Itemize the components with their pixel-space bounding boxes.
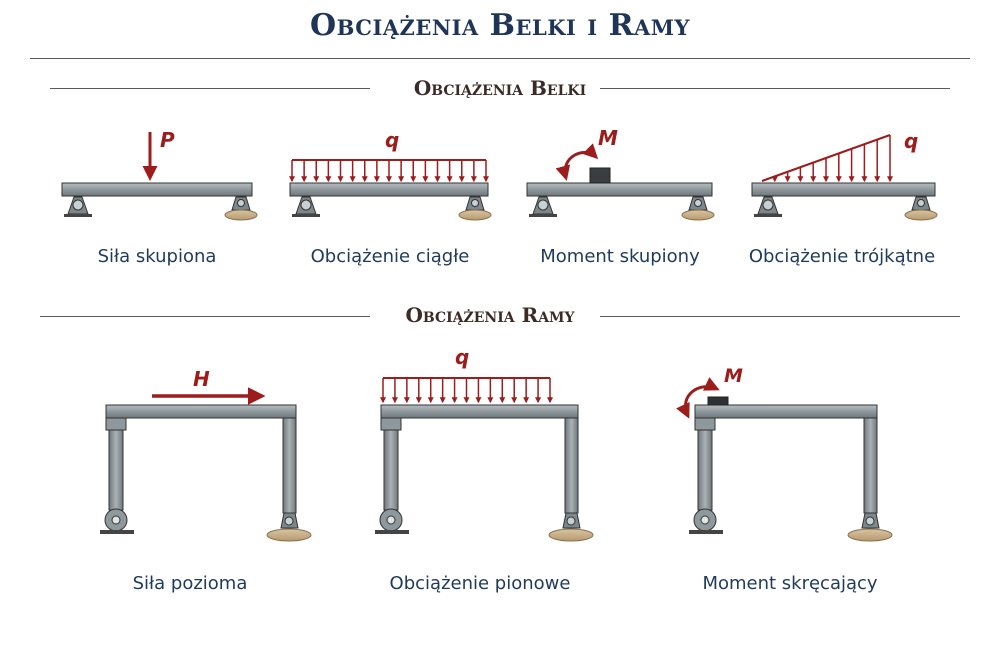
load-symbol: q: [904, 129, 918, 153]
caption-moment-load: Moment skupiony: [540, 246, 700, 267]
beam-uniform-load: q: [289, 128, 492, 221]
beam-triangular-load: q: [751, 129, 938, 221]
load-symbol: M: [598, 126, 618, 150]
beams-rule-right: [600, 88, 950, 89]
pin-support-icon: [754, 196, 782, 217]
section-frames-heading: Obciążenia Ramy: [405, 303, 575, 327]
beam-point-load: P: [61, 128, 258, 221]
frame-moment-load: M: [676, 365, 893, 542]
load-symbol: H: [193, 367, 210, 391]
roller-support-icon: [224, 196, 258, 221]
roller-support-icon: [458, 196, 492, 221]
pin-support-icon: [529, 196, 557, 217]
pin-support-icon: [100, 508, 134, 534]
pin-support-icon: [64, 196, 92, 217]
section-beams-heading: Obciążenia Belki: [413, 76, 587, 100]
triangular-load-icon: [761, 134, 893, 183]
roller-support-icon: [266, 512, 312, 542]
load-symbol: q: [385, 128, 399, 152]
load-symbol: M: [724, 365, 743, 387]
load-symbol: q: [455, 345, 469, 369]
page-title: Obciążenia Belki i Ramy: [309, 8, 691, 43]
caption-vertical-load: Obciążenie pionowe: [389, 573, 571, 594]
moment-arrow-icon: [676, 377, 720, 419]
caption-twisting-moment: Moment skręcający: [702, 573, 878, 594]
roller-support-icon: [847, 512, 893, 542]
pin-support-icon: [689, 508, 723, 534]
pin-support-icon: [292, 196, 320, 217]
beams-rule-left: [50, 88, 370, 89]
beam-moment-load: M: [526, 126, 715, 221]
title-rule: [30, 58, 970, 59]
distributed-load-icon: [289, 159, 489, 183]
load-symbol: P: [160, 128, 175, 152]
frame-vertical-load: q: [375, 345, 594, 542]
pin-support-icon: [375, 508, 409, 534]
frames-rule-left: [40, 316, 370, 317]
roller-support-icon: [904, 196, 938, 221]
roller-support-icon: [681, 196, 715, 221]
caption-point-load: Siła skupiona: [97, 246, 217, 267]
caption-horizontal-force: Siła pozioma: [132, 573, 248, 594]
frame-horizontal-load: H: [100, 367, 312, 542]
caption-uniform-load: Obciążenie ciągłe: [310, 246, 470, 267]
frames-rule-right: [600, 316, 960, 317]
roller-support-icon: [548, 512, 594, 542]
caption-triangular-load: Obciążenie trójkątne: [748, 246, 936, 267]
moment-arrow-icon: [555, 143, 599, 181]
distributed-load-icon: [380, 377, 553, 404]
